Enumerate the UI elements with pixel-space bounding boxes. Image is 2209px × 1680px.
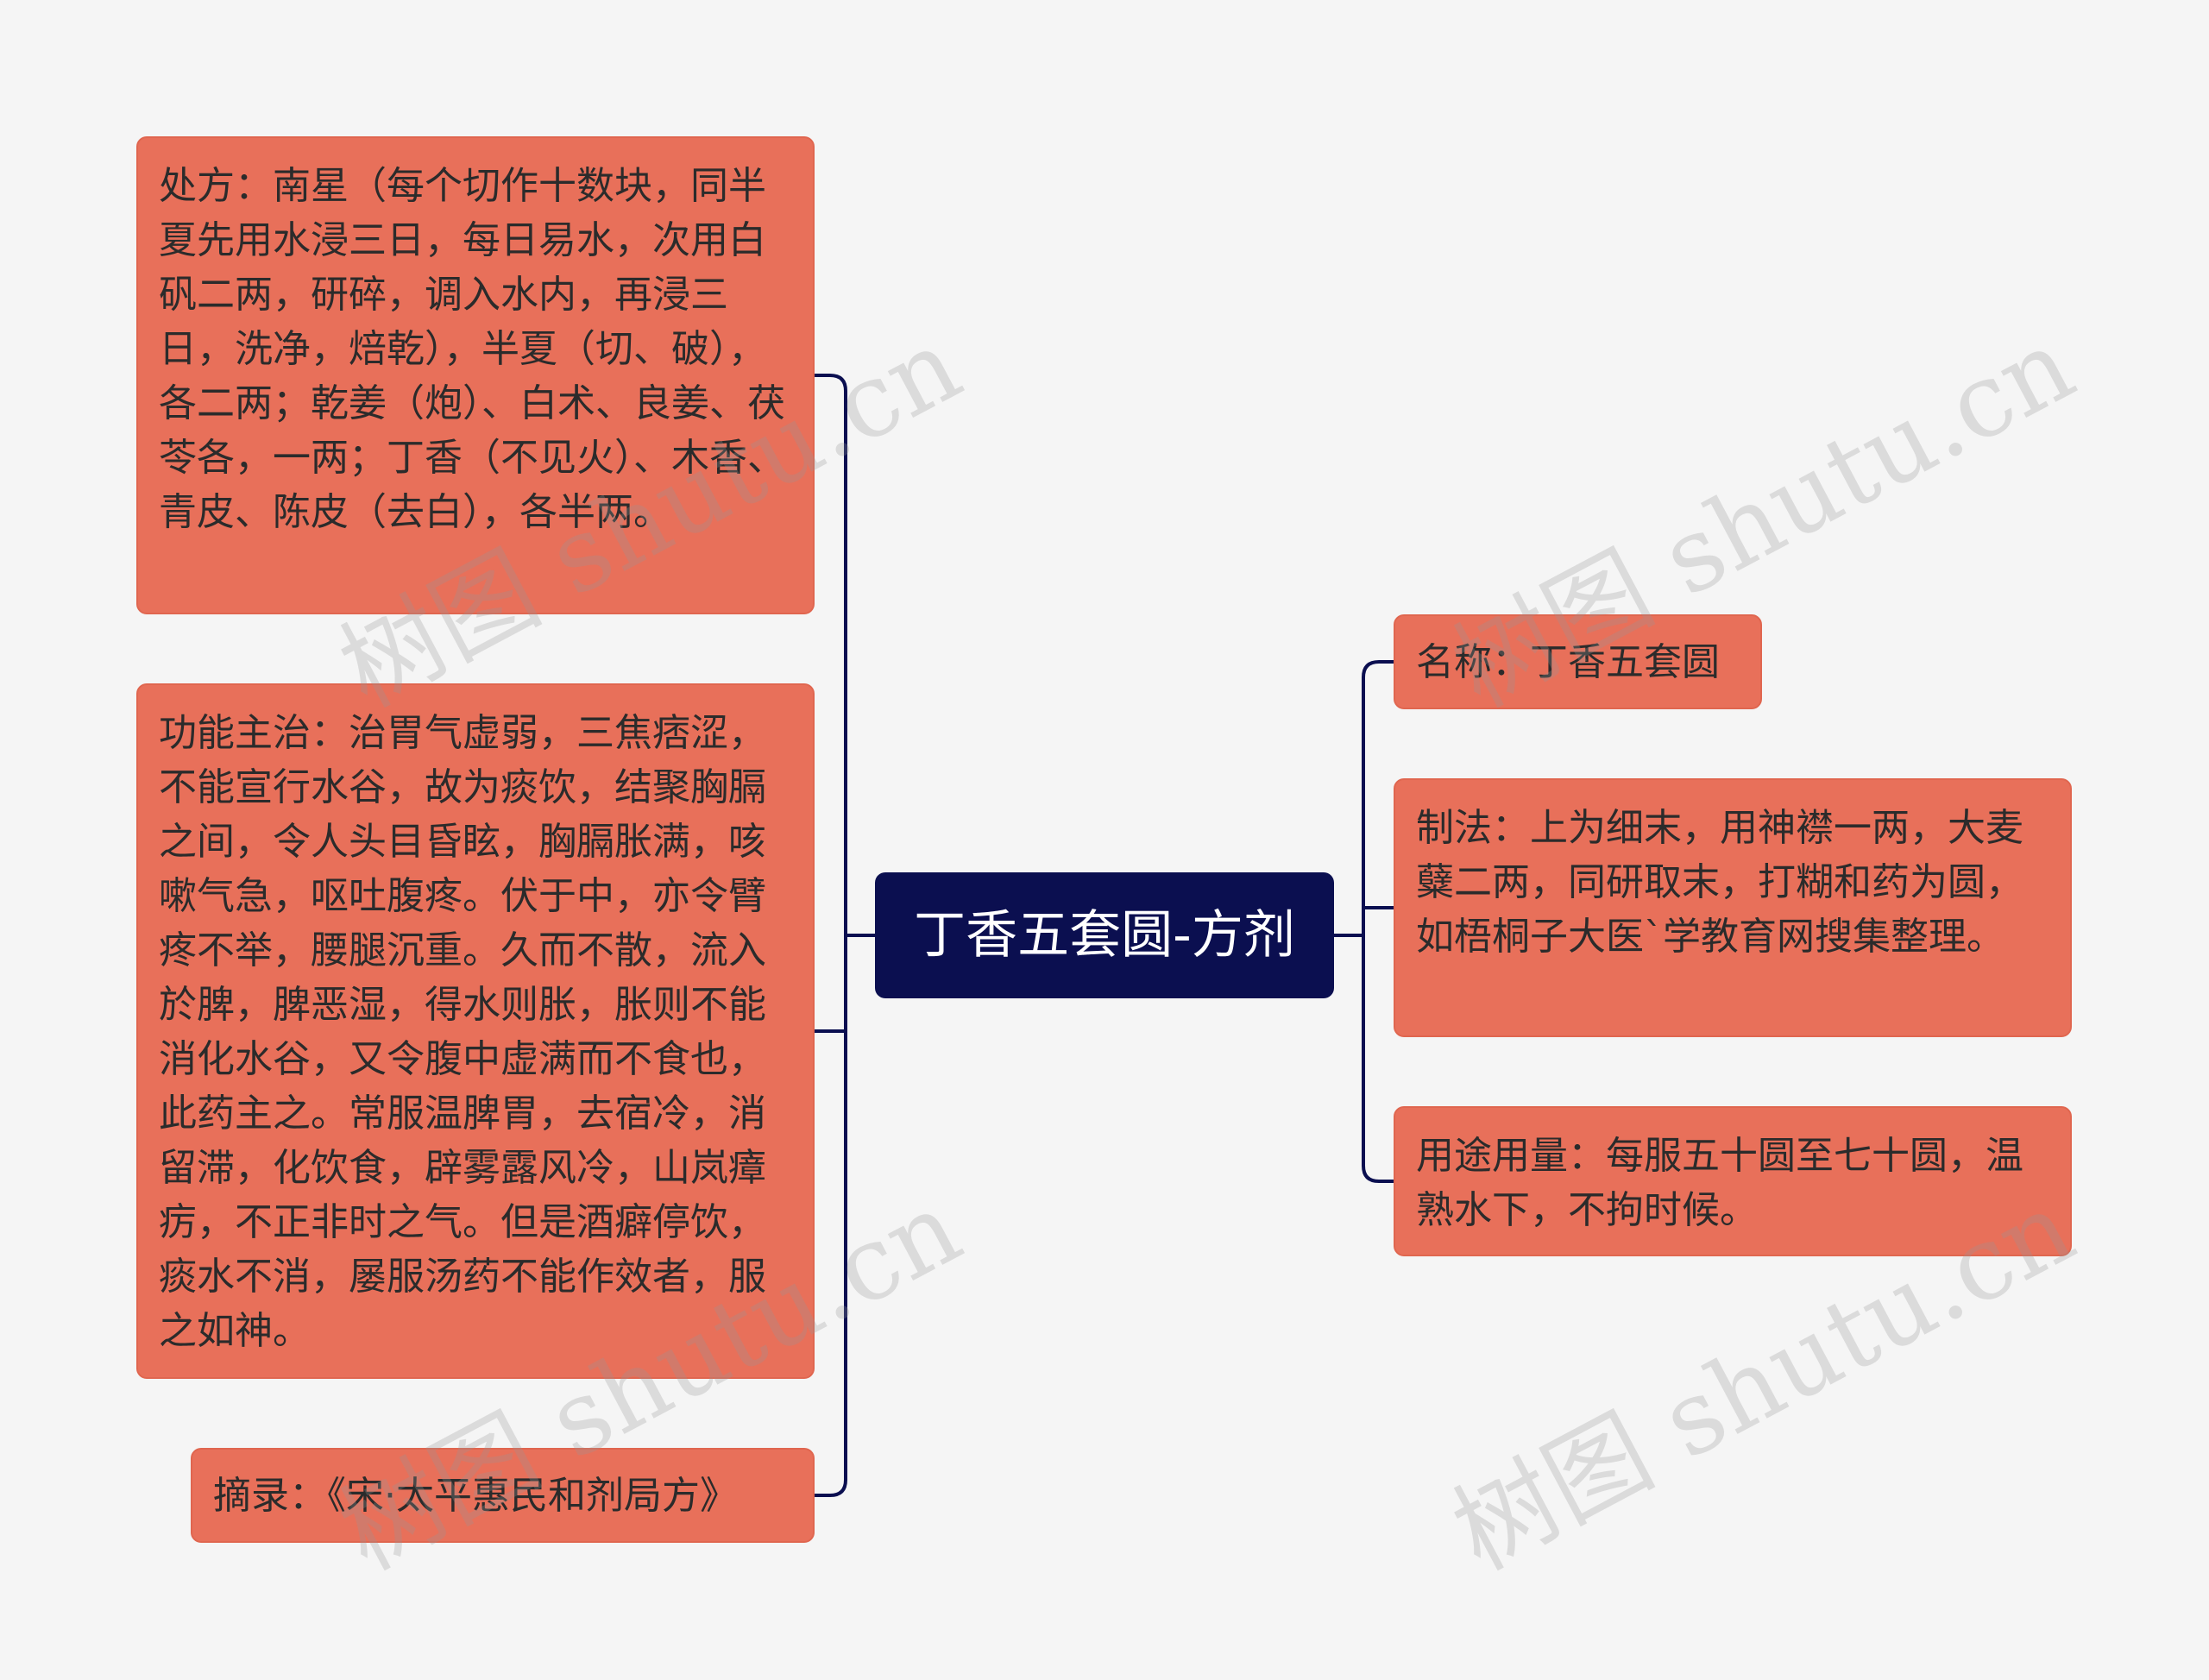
connector-right-trunk bbox=[1362, 660, 1395, 1183]
root-topic[interactable]: 丁香五套圆-方剂 bbox=[875, 872, 1334, 998]
connector-left-trunk bbox=[813, 374, 847, 1497]
topic-prescription[interactable]: 处方：南星（每个切作十数块，同半夏先用水浸三日，每日易水，次用白矾二两，研碎，调… bbox=[136, 136, 815, 614]
topic-function-indications[interactable]: 功能主治：治胃气虚弱，三焦痞涩，不能宣行水谷，故为痰饮，结聚胸膈之间，令人头目昏… bbox=[136, 683, 815, 1379]
topic-name[interactable]: 名称：丁香五套圆 bbox=[1394, 614, 1762, 709]
topic-preparation-method[interactable]: 制法：上为细末，用神襟一两，大麦糵二两，同研取末，打糊和药为圆，如梧桐子大医`学… bbox=[1394, 778, 2072, 1037]
root-topic-label: 丁香五套圆-方剂 bbox=[914, 905, 1295, 966]
topic-source[interactable]: 摘录：《宋·太平惠民和剂局方》 bbox=[191, 1448, 815, 1543]
topic-usage-dosage[interactable]: 用途用量：每服五十圆至七十圆，温熟水下，不拘时候。 bbox=[1394, 1106, 2072, 1256]
